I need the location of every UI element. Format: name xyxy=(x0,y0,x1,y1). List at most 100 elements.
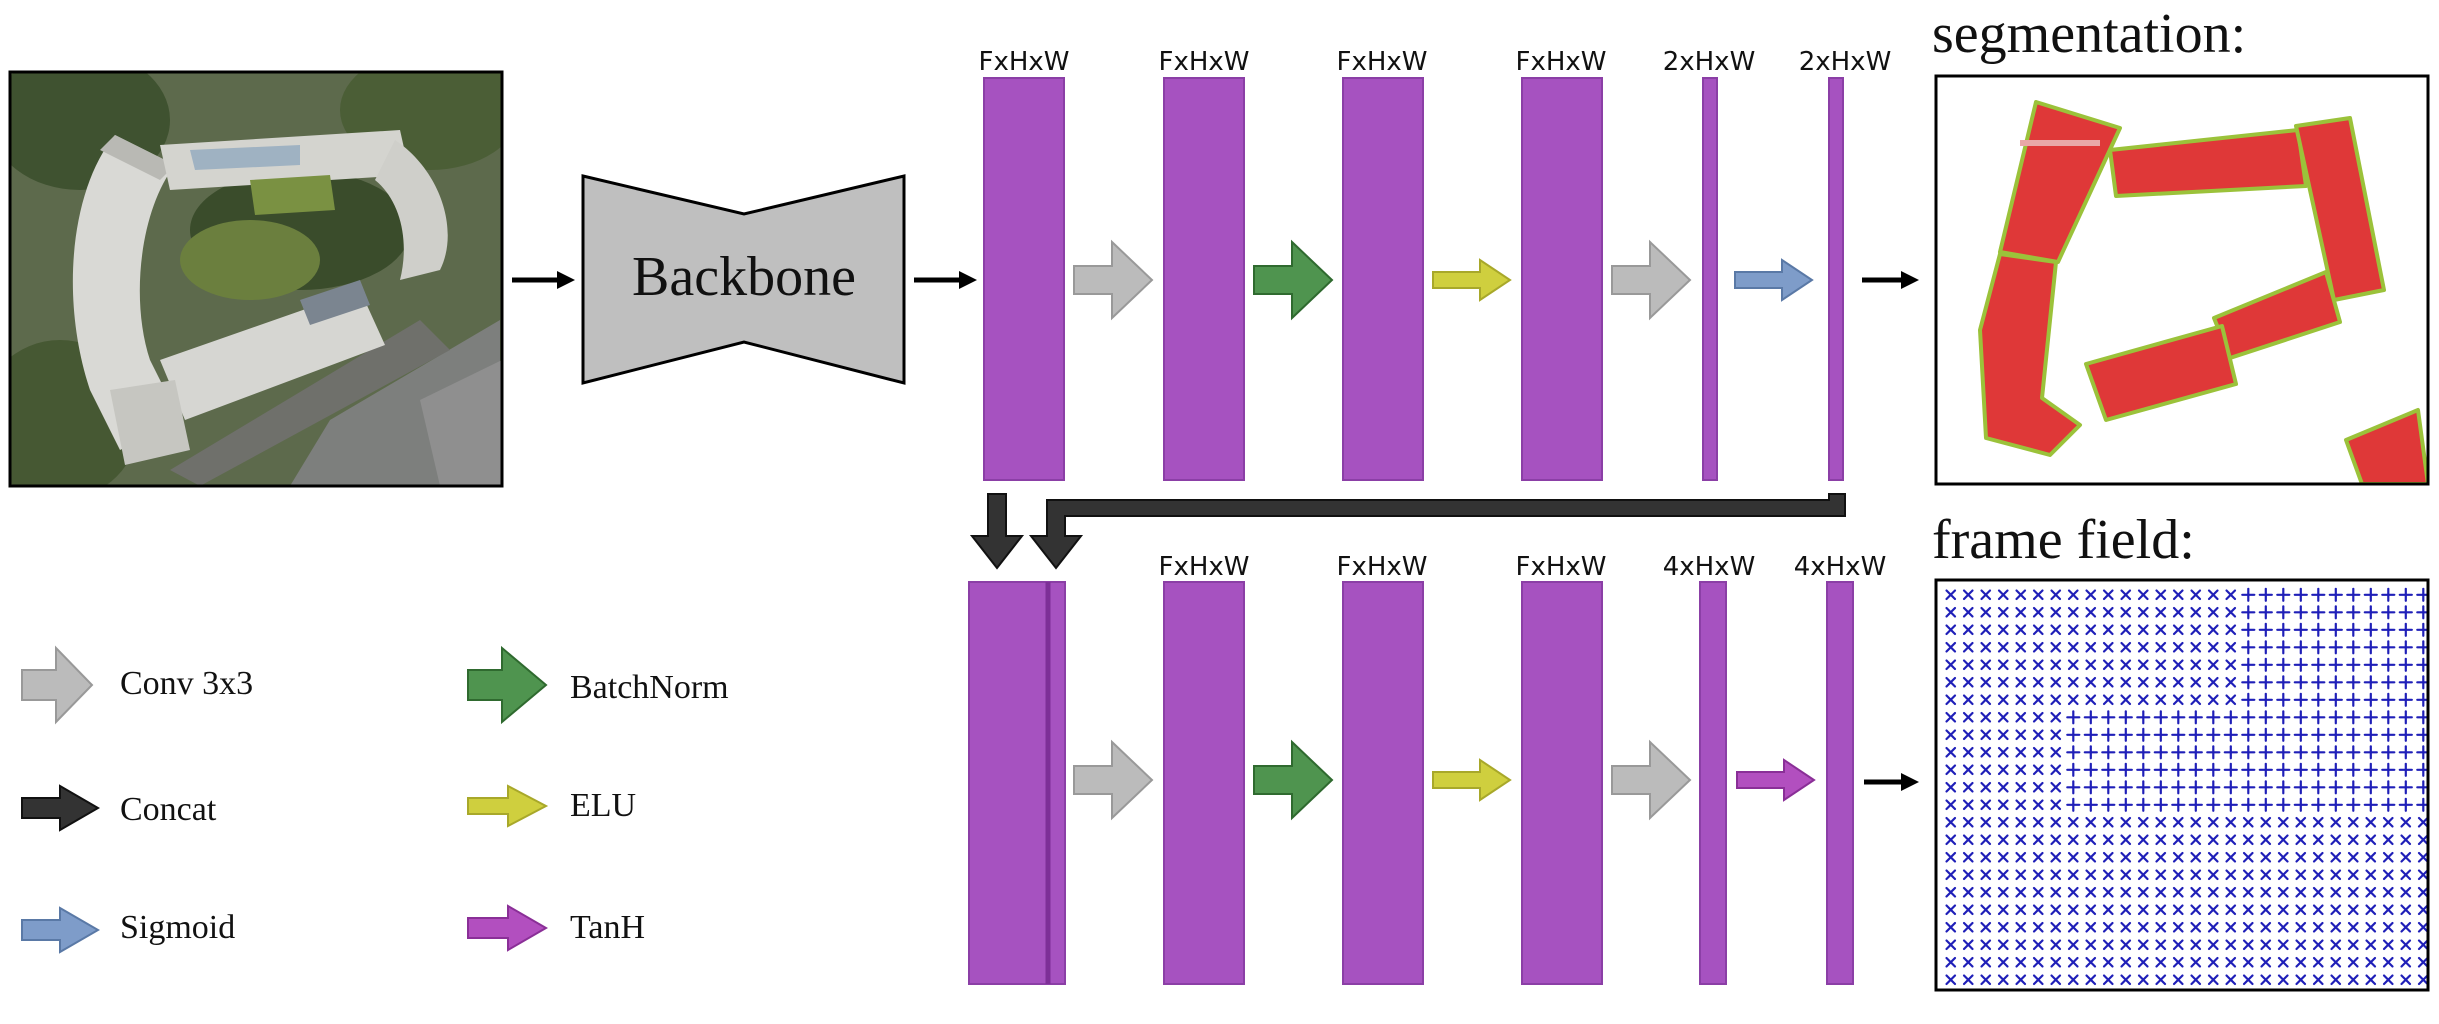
frame-field-glyph-stroke xyxy=(2015,781,2027,793)
frame-field-glyph-stroke xyxy=(2050,764,2062,776)
frame-field-glyph-stroke xyxy=(2417,851,2428,863)
frame-field-glyph-stroke xyxy=(2032,641,2044,653)
frame-field-glyph-stroke xyxy=(1980,746,1992,758)
frame-field-glyph-stroke xyxy=(2347,816,2359,828)
frame-field-glyph-stroke xyxy=(2225,974,2237,986)
legend-label: ELU xyxy=(570,787,636,824)
frame-field-glyph-stroke xyxy=(2172,641,2184,653)
frame-field-glyph-stroke xyxy=(2085,641,2097,653)
frame-field-glyph-stroke xyxy=(1997,956,2009,968)
frame-field-glyph-stroke xyxy=(2417,816,2428,828)
frame-field-glyph-stroke xyxy=(2207,904,2219,916)
frame-field-glyph-stroke xyxy=(2190,659,2202,671)
frame-field-glyph-stroke xyxy=(2032,869,2044,881)
frame-field-glyph-stroke xyxy=(1945,939,1957,951)
frame-field-glyph-stroke xyxy=(2277,921,2289,933)
frame-field-glyph-stroke xyxy=(2225,606,2237,618)
frame-field-glyph-stroke xyxy=(2190,921,2202,933)
frame-field-glyph-stroke xyxy=(2120,974,2132,986)
frame-field-glyph-stroke xyxy=(1945,641,1957,653)
frame-field-glyph-stroke xyxy=(1980,939,1992,951)
legend-item-batchnorm: BatchNorm xyxy=(467,645,729,725)
frame-field-glyph-stroke xyxy=(2172,834,2184,846)
frame-field-glyph-stroke xyxy=(1997,799,2009,811)
frame-field-glyph-stroke xyxy=(2312,851,2324,863)
frame-field-glyph-stroke xyxy=(2172,851,2184,863)
batchnorm-arrow xyxy=(1253,239,1334,321)
frame-field-glyph-stroke xyxy=(2067,589,2079,601)
frame-field-glyph-stroke xyxy=(1997,939,2009,951)
frame-field-glyph-stroke xyxy=(2120,886,2132,898)
frame-field-glyph-stroke xyxy=(2085,904,2097,916)
frame-field-glyph-stroke xyxy=(2190,816,2202,828)
frame-field-glyph-stroke xyxy=(1980,624,1992,636)
frame-field-glyph-stroke xyxy=(2330,939,2342,951)
frame-field-glyph-stroke xyxy=(2400,851,2412,863)
frame-field-glyph-stroke xyxy=(2242,886,2254,898)
frame-field-image xyxy=(1934,578,2430,992)
frame-field-glyph-stroke xyxy=(2032,711,2044,723)
frame-field-glyph-stroke xyxy=(2032,921,2044,933)
legend-item-conv3x3: Conv 3x3 xyxy=(21,645,253,725)
frame-field-glyph-stroke xyxy=(2032,764,2044,776)
frame-field-glyph-stroke xyxy=(1962,851,1974,863)
frame-field-glyph-stroke xyxy=(1997,729,2009,741)
frame-field-branch: FxHxW FxHxW FxHxW 4xHxW 4xHxW xyxy=(968,552,1919,985)
frame-field-glyph-stroke xyxy=(2225,921,2237,933)
frame-field-glyph-stroke xyxy=(2190,904,2202,916)
frame-field-glyph-stroke xyxy=(2032,659,2044,671)
frame-field-glyph-stroke xyxy=(2277,851,2289,863)
frame-field-glyph-stroke xyxy=(2382,886,2394,898)
frame-field-glyph-stroke xyxy=(2032,851,2044,863)
frame-field-glyph-stroke xyxy=(2347,974,2359,986)
frame-field-glyph-stroke xyxy=(1962,904,1974,916)
flow-arrow xyxy=(914,271,977,289)
frame-field-glyph-stroke xyxy=(2085,676,2097,688)
frame-field-glyph-stroke xyxy=(1945,834,1957,846)
frame-field-glyph-stroke xyxy=(1980,676,1992,688)
frame-field-glyph-stroke xyxy=(1945,851,1957,863)
frame-field-glyph-stroke xyxy=(2312,939,2324,951)
frame-field-glyph-stroke xyxy=(2417,834,2428,846)
frame-field-glyph-stroke xyxy=(2417,904,2428,916)
conv3x3-arrow xyxy=(1073,239,1154,321)
frame-field-glyph-stroke xyxy=(1980,974,1992,986)
frame-field-glyph-stroke xyxy=(2050,869,2062,881)
frame-field-glyph-stroke xyxy=(2295,921,2307,933)
frame-field-glyph-stroke xyxy=(2172,659,2184,671)
frame-field-glyph-stroke xyxy=(2225,886,2237,898)
frame-field-glyph-stroke xyxy=(2330,956,2342,968)
frame-field-glyph-stroke xyxy=(2365,869,2377,881)
frame-field-glyph-stroke xyxy=(2032,799,2044,811)
legend-label: Conv 3x3 xyxy=(120,665,253,702)
frame-field-glyph-stroke xyxy=(2120,921,2132,933)
frame-field-glyph-stroke xyxy=(1945,624,1957,636)
frame-field-glyph-stroke xyxy=(2015,834,2027,846)
legend-label: Concat xyxy=(120,791,217,828)
aerial-photo-image xyxy=(8,70,504,488)
frame-field-glyph-stroke xyxy=(2347,921,2359,933)
frame-field-glyph-stroke xyxy=(1980,921,1992,933)
frame-field-glyph-stroke xyxy=(2190,886,2202,898)
frame-field-glyph-stroke xyxy=(2225,641,2237,653)
feature-map xyxy=(1163,581,1245,985)
frame-field-glyph-stroke xyxy=(2137,834,2149,846)
frame-field-glyph-stroke xyxy=(1980,659,1992,671)
frame-field-glyph-stroke xyxy=(2015,624,2027,636)
frame-field-glyph-stroke xyxy=(2155,589,2167,601)
frame-field-glyph-stroke xyxy=(1945,781,1957,793)
frame-field-glyph-stroke xyxy=(2050,956,2062,968)
segmentation-mask-image xyxy=(1934,74,2430,486)
frame-field-glyph-stroke xyxy=(2032,589,2044,601)
frame-field-glyph-stroke xyxy=(2137,904,2149,916)
frame-field-glyph-stroke xyxy=(1945,676,1957,688)
frame-field-glyph-stroke xyxy=(2295,851,2307,863)
frame-field-glyph-stroke xyxy=(2207,641,2219,653)
feature-map xyxy=(1342,77,1424,481)
frame-field-glyph-stroke xyxy=(2242,939,2254,951)
frame-field-glyph-stroke xyxy=(2085,851,2097,863)
frame-field-glyph-stroke xyxy=(2067,869,2079,881)
elu-arrow xyxy=(1432,758,1512,802)
frame-field-glyph-stroke xyxy=(2137,659,2149,671)
legend-item-tanh: TanH xyxy=(467,904,645,952)
